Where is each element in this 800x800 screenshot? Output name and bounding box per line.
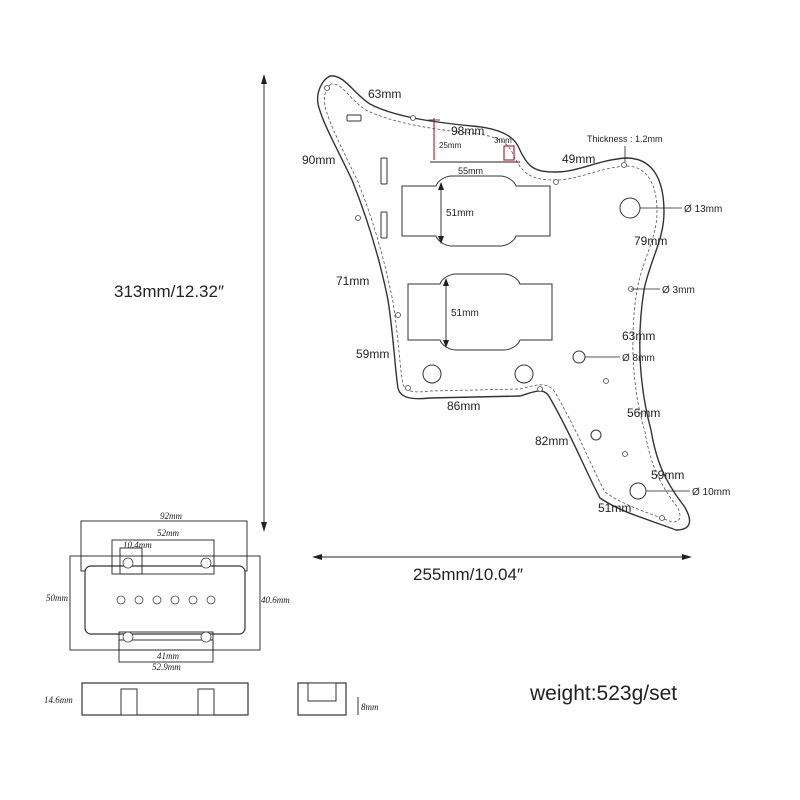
upper-cavity-arrow-bottom [438, 236, 444, 244]
upper-cavity-height-label: 51mm [446, 208, 474, 219]
pickup-label-8mm: 8mm [361, 702, 379, 712]
pickguard-dimensions: 313mm/12.32″ 255mm/10.04″ 63mm 98mm 90mm… [114, 74, 730, 584]
edge-label-top-right: 49mm [562, 152, 595, 166]
edge-label-bottom-tip: 51mm [598, 501, 631, 515]
screw-hole [324, 85, 330, 91]
edge-label-top-left: 63mm [368, 87, 401, 101]
height-arrow-bottom [261, 522, 267, 532]
hole-label-dia-13: Ø 13mm [684, 204, 722, 215]
switch-slot-left [380, 157, 388, 185]
pickup-label-52-9mm: 52.9mm [152, 662, 181, 672]
pickup-label-52mm: 52mm [157, 528, 179, 538]
edge-label-thickness: Thickness : 1.2mm [587, 134, 663, 144]
weight-label: weight:523g/set [529, 682, 677, 705]
screw-hole [659, 515, 665, 521]
pickup-side-tab-right [197, 688, 215, 716]
pickguard-drawing [316, 75, 691, 531]
height-arrow-top [261, 74, 267, 84]
control-hole-10mm [629, 482, 647, 500]
small-label-3mm: 3mm [494, 136, 512, 145]
pickup-side-long [81, 682, 249, 716]
screw-hole [355, 215, 361, 221]
pickup-mount-hole [122, 557, 134, 569]
control-hole-right [514, 364, 534, 384]
pickup-41-box [118, 631, 214, 651]
pickup-pole-piece [170, 595, 180, 605]
pickup-mount-hole [122, 631, 134, 643]
small-label-25mm: 25mm [439, 141, 462, 150]
pickup-body [84, 565, 246, 635]
lower-cavity-arrow-top [443, 278, 449, 286]
edge-label-top-mid: 98mm [451, 124, 484, 138]
screw-hole [537, 386, 543, 392]
pickup-side-views: 14.6mm 8mm [44, 682, 379, 716]
pickup-pole-piece [188, 595, 198, 605]
pickup-pole-piece [116, 595, 126, 605]
screw-hole [410, 115, 416, 121]
edge-label-right-bottom: 59mm [651, 468, 684, 482]
pickup-pole-piece [206, 595, 216, 605]
switch-slot-top [346, 114, 362, 122]
lower-cavity-height-label: 51mm [451, 308, 479, 319]
pickup-pole-piece [152, 595, 162, 605]
screw-hole [395, 312, 401, 318]
screw-hole [622, 451, 628, 457]
edge-label-right-mid: 63mm [622, 329, 655, 343]
pickup-side-tab-left [120, 688, 138, 716]
hole-label-dia-8: Ø 8mm [622, 353, 655, 364]
small-label-55mm: 55mm [458, 166, 483, 176]
screw-hole [603, 378, 609, 384]
edge-label-bottom-mid: 86mm [447, 399, 480, 413]
screw-hole [621, 162, 627, 168]
switch-slot-left-lower [380, 211, 388, 239]
control-hole-small [590, 429, 602, 441]
control-hole-8mm [572, 350, 586, 364]
pickup-label-41mm: 41mm [157, 651, 179, 661]
pickup-10-4-box [119, 547, 143, 575]
screw-holes [324, 85, 665, 521]
pickup-mount-hole [200, 631, 212, 643]
pickup-pole-piece [134, 595, 144, 605]
edge-label-right-lower: 56mm [627, 406, 660, 420]
pickup-label-14-6mm: 14.6mm [44, 695, 73, 705]
edge-label-left-mid: 71mm [336, 274, 369, 288]
pickup-top-view: 92mm 52mm 10.4mm 50mm 40.6mm 41mm 52.9mm [46, 511, 290, 672]
pickup-52-9-box [118, 639, 214, 663]
screw-hole [405, 385, 411, 391]
pickup-label-50mm: 50mm [46, 593, 68, 603]
edge-label-bottom-right: 82mm [535, 434, 568, 448]
pickup-mount-hole [200, 557, 212, 569]
pickup-label-92mm: 92mm [160, 511, 182, 521]
pickup-52-box [111, 539, 215, 575]
edge-label-right-upper: 79mm [634, 234, 667, 248]
screw-hole [553, 179, 559, 185]
width-label: 255mm/10.04″ [413, 565, 523, 584]
pickup-label-40-6mm: 40.6mm [261, 595, 290, 605]
pickup-label-10-4mm: 10.4mm [123, 540, 152, 550]
upper-pickup-cavity [401, 175, 551, 247]
width-arrow-right [682, 554, 692, 560]
pickup-side-short-tab [307, 682, 337, 702]
control-hole-13mm [619, 197, 641, 219]
upper-cavity-arrow-top [438, 182, 444, 190]
edge-label-left-upper: 90mm [302, 153, 335, 167]
lower-pickup-cavity [407, 273, 553, 351]
width-arrow-left [312, 554, 322, 560]
hole-label-dia-10: Ø 10mm [692, 487, 730, 498]
control-hole-left [422, 364, 442, 384]
edge-label-left-lower: 59mm [356, 347, 389, 361]
lower-cavity-arrow-bottom [443, 340, 449, 348]
hole-label-dia-3: Ø 3mm [662, 285, 695, 296]
red-mark-3mm [503, 145, 515, 161]
height-label: 313mm/12.32″ [114, 282, 224, 301]
